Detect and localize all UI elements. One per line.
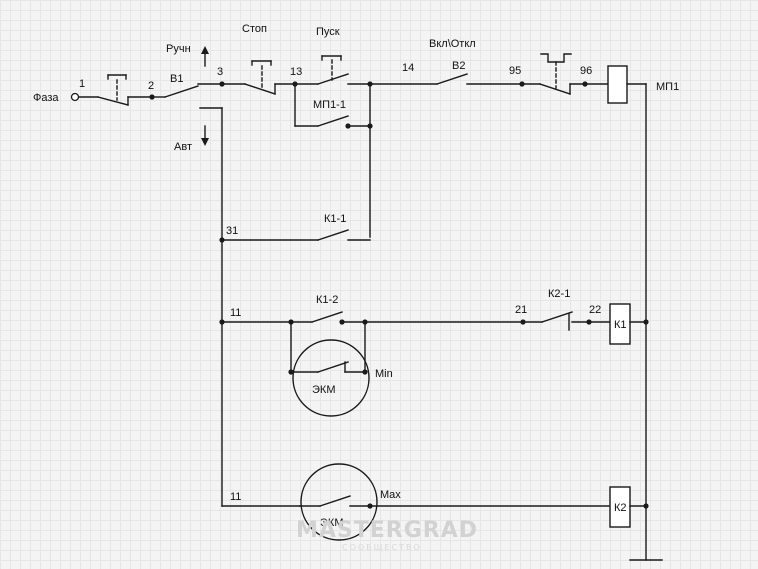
watermark-logo: MASTERGRAD: [296, 518, 478, 543]
label-b1: В1: [170, 73, 183, 85]
node-21: 21: [515, 304, 527, 316]
label-ekm-min: ЭКМ: [312, 384, 335, 396]
label-k2-coil: К2: [614, 502, 627, 514]
node-11-upper: 11: [230, 307, 241, 319]
label-k1-1: К1-1: [324, 213, 346, 225]
watermark-sub: СООБЩЕСТВО: [342, 543, 422, 552]
label-max: Max: [380, 489, 401, 501]
k1-branch: [219, 303, 649, 417]
k2-coil: [609, 486, 631, 528]
node-31: 31: [226, 225, 238, 237]
switch-b1-blade: [164, 85, 199, 98]
label-ekm-max: ЭКМ: [320, 517, 343, 529]
label-mp1-1: МП1-1: [313, 99, 346, 111]
k2-branch: [221, 463, 649, 541]
switch-1-2-blade: [97, 96, 129, 106]
mp1-1-branch: [294, 83, 373, 238]
switch-b2-blade: [436, 73, 468, 85]
label-k1-coil: К1: [614, 319, 627, 331]
stop-contact: [244, 83, 276, 95]
node-1: 1: [79, 78, 85, 90]
node-2: 2: [148, 80, 154, 92]
label-manual: Ручн: [166, 43, 191, 55]
node-13: 13: [290, 66, 302, 78]
node-95: 95: [509, 65, 521, 77]
node-22: 22: [589, 304, 601, 316]
node-11-lower: 11: [230, 491, 241, 503]
label-min: Min: [375, 368, 393, 380]
label-auto: Авт: [174, 141, 192, 153]
node-96: 96: [580, 65, 592, 77]
ekm-max-gauge: [300, 463, 378, 541]
k1-1-branch: [219, 229, 371, 507]
label-b2: В2: [452, 60, 465, 72]
label-on-off: Вкл\Откл: [429, 38, 476, 50]
label-k1-2: К1-2: [316, 294, 338, 306]
ekm-min-gauge: [292, 339, 370, 417]
node-3: 3: [217, 66, 223, 78]
phase-terminal: [70, 92, 80, 102]
label-stop: Стоп: [242, 23, 267, 35]
label-mp1: МП1: [656, 81, 679, 93]
thermal-contact: [539, 83, 571, 95]
start-contact: [317, 73, 349, 85]
mp1-coil: [607, 65, 628, 104]
node-14: 14: [402, 62, 414, 74]
label-phase: Фаза: [33, 92, 59, 104]
main-wire-path: [70, 46, 647, 238]
label-start: Пуск: [316, 26, 340, 38]
label-k2-1: К2-1: [548, 288, 570, 300]
k1-coil: [609, 303, 631, 345]
